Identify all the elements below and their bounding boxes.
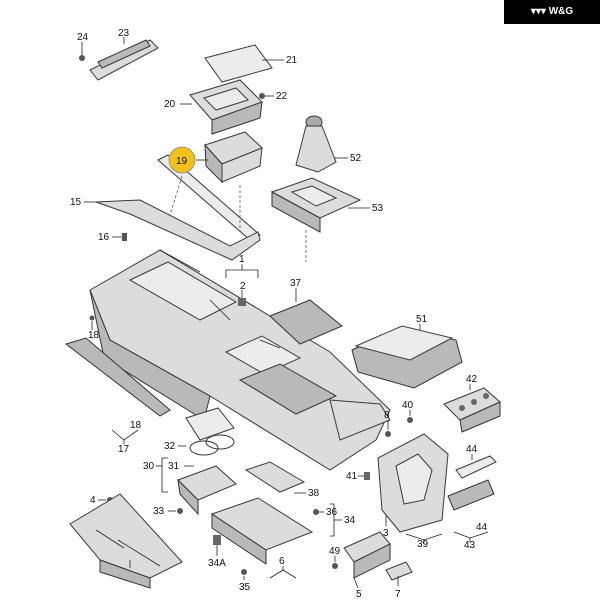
part-6-group: 6 — [269, 556, 297, 579]
part-19-storage-box: 19 — [157, 131, 263, 241]
part-20-tray: 20 — [164, 79, 263, 135]
label-38: 38 — [308, 488, 320, 499]
label-15: 15 — [70, 197, 82, 208]
part-40-screw: 40 — [402, 400, 414, 423]
part-39-rear-panel: 41 39 — [346, 433, 449, 550]
part-15-trim-strip: 15 — [70, 197, 261, 261]
label-2: 2 — [240, 281, 246, 292]
part-37-pad: 37 — [269, 278, 343, 345]
part-49-screw: 49 — [329, 546, 341, 569]
part-5-switch-module: 5 7 — [343, 531, 413, 600]
label-22: 22 — [276, 91, 288, 102]
part-16-clip: 16 — [98, 232, 127, 243]
part-52-gear-knob: 52 — [295, 115, 362, 173]
label-6: 6 — [279, 556, 285, 567]
part-3-bracket — [69, 493, 183, 589]
label-49: 49 — [329, 546, 341, 557]
part-32-lid: 32 — [164, 407, 235, 452]
label-20: 20 — [164, 99, 176, 110]
label-34: 34 — [344, 515, 356, 526]
label-53: 53 — [372, 203, 384, 214]
part-42-control-unit: 42 — [443, 374, 501, 433]
label-5: 5 — [356, 589, 362, 600]
part-34a-clip: 34A — [208, 535, 226, 569]
part-34-storage-tray: 34 36 — [210, 497, 356, 565]
part-21-cover: 21 — [204, 44, 298, 83]
label-51: 51 — [416, 314, 428, 325]
label-33: 33 — [153, 506, 165, 517]
label-44a: 44 — [466, 444, 478, 455]
part-35-screw: 35 — [239, 569, 251, 593]
label-4: 4 — [90, 495, 96, 506]
label-36: 36 — [326, 507, 338, 518]
part-33-screw: 33 — [153, 506, 183, 517]
label-39: 39 — [417, 539, 429, 550]
part-38-tray: 38 — [244, 461, 320, 499]
label-3: 3 — [383, 528, 389, 539]
part-53-shifter-frame: 53 — [270, 177, 384, 233]
label-42: 42 — [466, 374, 478, 385]
part-1-bracket-group: 1 2 — [225, 254, 259, 306]
label-8: 8 — [384, 410, 390, 421]
label-43: 43 — [464, 540, 476, 551]
label-30: 30 — [143, 461, 155, 472]
label-37: 37 — [290, 278, 302, 289]
label-23: 23 — [118, 28, 130, 39]
part-43-vent: 44 43 — [447, 479, 495, 551]
label-24: 24 — [77, 32, 89, 43]
label-18b: 18 — [130, 420, 142, 431]
label-52: 52 — [350, 153, 362, 164]
part-23-switch-panel: 23 — [89, 28, 159, 81]
highlight-circle — [168, 146, 196, 174]
label-41: 41 — [346, 471, 358, 482]
part-18-side-panel: 18 18 17 — [64, 315, 171, 455]
brand-logo: ▾▾▾ W&G — [504, 0, 600, 24]
part-8-screw: 8 — [384, 410, 391, 437]
label-31: 31 — [168, 461, 180, 472]
label-1: 1 — [239, 254, 245, 265]
brand-text: W&G — [548, 6, 574, 17]
part-51-armrest: 51 — [351, 314, 463, 389]
label-34a: 34A — [208, 558, 226, 569]
part-22-screw: 22 — [259, 91, 288, 102]
label-35: 35 — [239, 582, 251, 593]
part-3-label-group: 3 — [383, 516, 389, 539]
label-16: 16 — [98, 232, 110, 243]
label-32: 32 — [164, 441, 176, 452]
label-19: 19 — [176, 156, 188, 167]
label-17: 17 — [118, 444, 130, 455]
label-7: 7 — [395, 589, 401, 600]
center-console-body — [89, 249, 391, 471]
label-21: 21 — [286, 55, 298, 66]
part-30-cup-holder: 30 31 — [143, 434, 237, 516]
label-44b: 44 — [476, 522, 488, 533]
label-18a: 18 — [88, 330, 100, 341]
part-24-screw: 24 — [77, 32, 89, 61]
part-44-strip: 44 — [455, 444, 497, 479]
label-40: 40 — [402, 400, 414, 411]
